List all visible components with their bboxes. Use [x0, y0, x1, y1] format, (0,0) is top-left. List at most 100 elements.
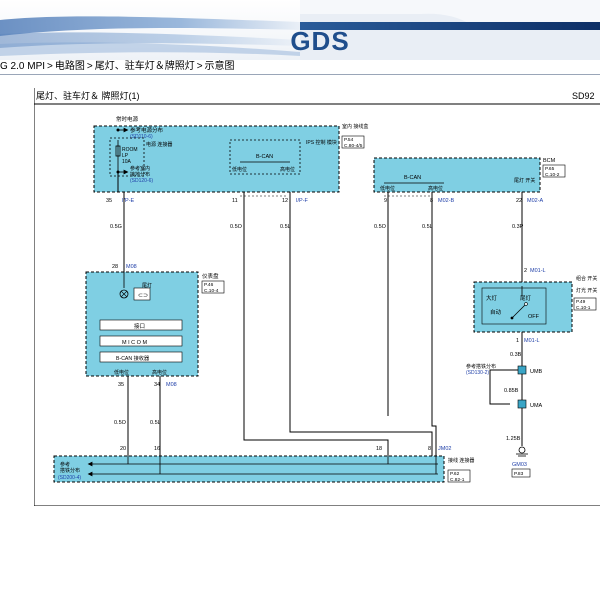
ground-ref-label: 参考搭铁分布 [466, 363, 496, 370]
wiring-diagram-canvas: 尾灯、驻车灯＆ 牌照灯(1) SD92 常时电源 参考电源分布 (SD110-6… [33, 88, 600, 507]
switch-code[interactable]: C.10-1 [576, 305, 591, 311]
joint-ref-1: 参考 [60, 461, 70, 468]
cluster-tail-label: 尾灯 [142, 282, 152, 289]
jb-connector-label: 电源 连接器 [146, 141, 172, 148]
breadcrumb-item-schematic[interactable]: 示意图 [204, 61, 235, 72]
cluster-conn-top[interactable]: M08 [126, 264, 137, 270]
junction-box-body [93, 125, 340, 193]
cluster-can-low: 低电位 [114, 369, 129, 376]
jb-header: 常时电源 [116, 115, 139, 123]
header-banner: GDS [0, 0, 600, 60]
jb-ref-ground-code[interactable]: (SD120-6) [130, 178, 153, 184]
cluster-interface: 接口 [134, 322, 145, 330]
wire-umb-uma [489, 369, 522, 405]
joint-code[interactable]: C.82-1 [450, 477, 465, 483]
switch-pin-top: 2 [524, 268, 527, 274]
jb-ref-power-code[interactable]: (SD110-6) [130, 134, 153, 140]
joint-ref-code[interactable]: (SD200-4) [58, 475, 81, 481]
jb-page-box [341, 135, 365, 149]
switch-pivot [510, 316, 514, 320]
joint-page-box [447, 469, 471, 483]
cluster-can-high: 高电位 [152, 369, 167, 376]
fuse-box [109, 137, 145, 177]
switch-inner-box [481, 287, 547, 325]
conn-ipf[interactable]: I/P-F [296, 198, 309, 204]
ground-umb: UMB [530, 369, 543, 375]
banner-background [0, 0, 600, 60]
junction-box[interactable]: 常时电源 参考电源分布 (SD110-6) 电源 连接器 ROOM LP 10A… [93, 115, 368, 193]
joint-label: 接线 连接器 [448, 457, 474, 464]
lamp-icon [119, 289, 129, 299]
breadcrumb-item-system[interactable]: 尾灯、驻车灯＆牌照灯 [94, 61, 195, 72]
cluster-pin-35: 35 [118, 382, 124, 388]
cluster-bcan: B-CAN 接收器 [116, 354, 150, 362]
lamp-filament [120, 290, 128, 298]
breadcrumb-item-engine[interactable]: G 2.0 MPI [0, 61, 46, 72]
jb-side-label: 室内 接线盒 [342, 123, 368, 130]
switch-off: OFF [528, 314, 540, 320]
breadcrumb-separator: > [47, 61, 53, 72]
breadcrumb-separator: > [196, 61, 203, 72]
bcm-module[interactable]: BCM P.65 C.10-2 B-CAN 低电位 高电位 尾灯 开关 [373, 157, 566, 193]
switch-headlamp: 大灯 [486, 294, 498, 302]
switch-page-box [573, 297, 597, 311]
wire-label-8: 0.5O [114, 420, 127, 426]
joint-connector[interactable]: 参考 搭铁分布 (SD200-4) [53, 455, 445, 483]
wire-jb-can-high [289, 192, 433, 456]
bcm-conn-m02a[interactable]: M02-A [527, 198, 544, 204]
ground-page[interactable]: P.83 [514, 471, 524, 477]
cluster-conn-bottom[interactable]: M08 [166, 382, 177, 388]
switch-page[interactable]: P.49 [576, 299, 586, 305]
wire-bcm-can-high [431, 192, 437, 456]
cluster-code[interactable]: C.10-4 [204, 288, 219, 294]
jb-can-low: 低电位 [232, 166, 247, 173]
gds-logo: GDS [280, 26, 360, 56]
bcan-transceiver-box [99, 351, 183, 363]
tail-symbol: ⊂⊃ [138, 293, 148, 299]
conn-ipe[interactable]: I/P-E [122, 198, 135, 204]
bcm-body [373, 157, 541, 193]
wires: 0.5G 0.5O 0.5L 0.5O 0.5L 0.3P 0.5O 0.5L … [110, 192, 524, 456]
wiring-diagram: 尾灯、驻车灯＆ 牌照灯(1) SD92 常时电源 参考电源分布 (SD110-6… [33, 86, 600, 507]
bcm-page-box [542, 164, 566, 178]
uma-connector [517, 399, 527, 409]
ground-circle [518, 446, 526, 454]
ground-symbol-icon [516, 446, 528, 457]
pin-11: 11 [232, 198, 238, 204]
bcm-tail-switch: 尾灯 开关 [514, 177, 535, 184]
ground-uma: UMA [530, 403, 543, 409]
joint-page[interactable]: P.62 [450, 471, 460, 477]
logo-text: GDS [290, 26, 350, 56]
joint-conn[interactable]: JM02 [438, 446, 451, 452]
combination-switch[interactable]: 大灯 尾灯 自动 OFF [473, 281, 573, 333]
instrument-cluster[interactable]: ⊂⊃ 尾灯 接口 M I C O M B-CAN 接收器 低电位 高电位 [85, 271, 199, 377]
umb-connector [517, 365, 527, 375]
wire-label-7: 0.3B [510, 352, 522, 358]
switch-sub-label: 灯光 开关 [576, 287, 597, 294]
bcm-label: BCM [543, 158, 556, 164]
breadcrumb-item-circuit[interactable]: 电路图 [54, 61, 85, 72]
joint-pin-20: 20 [120, 446, 126, 452]
ground-ref-code[interactable]: (SD130-2) [466, 370, 489, 376]
switch-label: 组合 开关 [576, 275, 597, 282]
switch-conn-top[interactable]: M01-L [530, 268, 546, 274]
switch-conn-bottom[interactable]: M01-L [524, 338, 540, 344]
fuse-rating: 10A [122, 159, 132, 165]
wire-label-10: 0.85B [504, 388, 519, 394]
bcm-page[interactable]: P.65 [545, 166, 555, 172]
cluster-pin-top: 28 [112, 264, 118, 270]
bcm-conn-m02b[interactable]: M02-B [438, 198, 455, 204]
wire-label-3: 0.5L [280, 224, 291, 230]
diagram-title: 尾灯、驻车灯＆ 牌照灯(1) [36, 90, 140, 101]
wire-label-4: 0.5O [374, 224, 387, 230]
bcm-code[interactable]: C.10-2 [545, 172, 560, 178]
jb-side-page[interactable]: P.54 [344, 137, 354, 143]
cluster-page[interactable]: P.46 [204, 282, 214, 288]
cluster-pin-34: 34 [154, 382, 160, 388]
tail-indicator-icon [133, 287, 151, 301]
ground-id[interactable]: GM03 [512, 462, 527, 468]
joint-ref-2: 搭铁分布 [60, 467, 80, 474]
jb-side-code[interactable]: C.80-4/5 [344, 143, 363, 149]
bcm-pin-9: 9 [384, 198, 387, 204]
diagram-code: SD92 [572, 91, 595, 101]
